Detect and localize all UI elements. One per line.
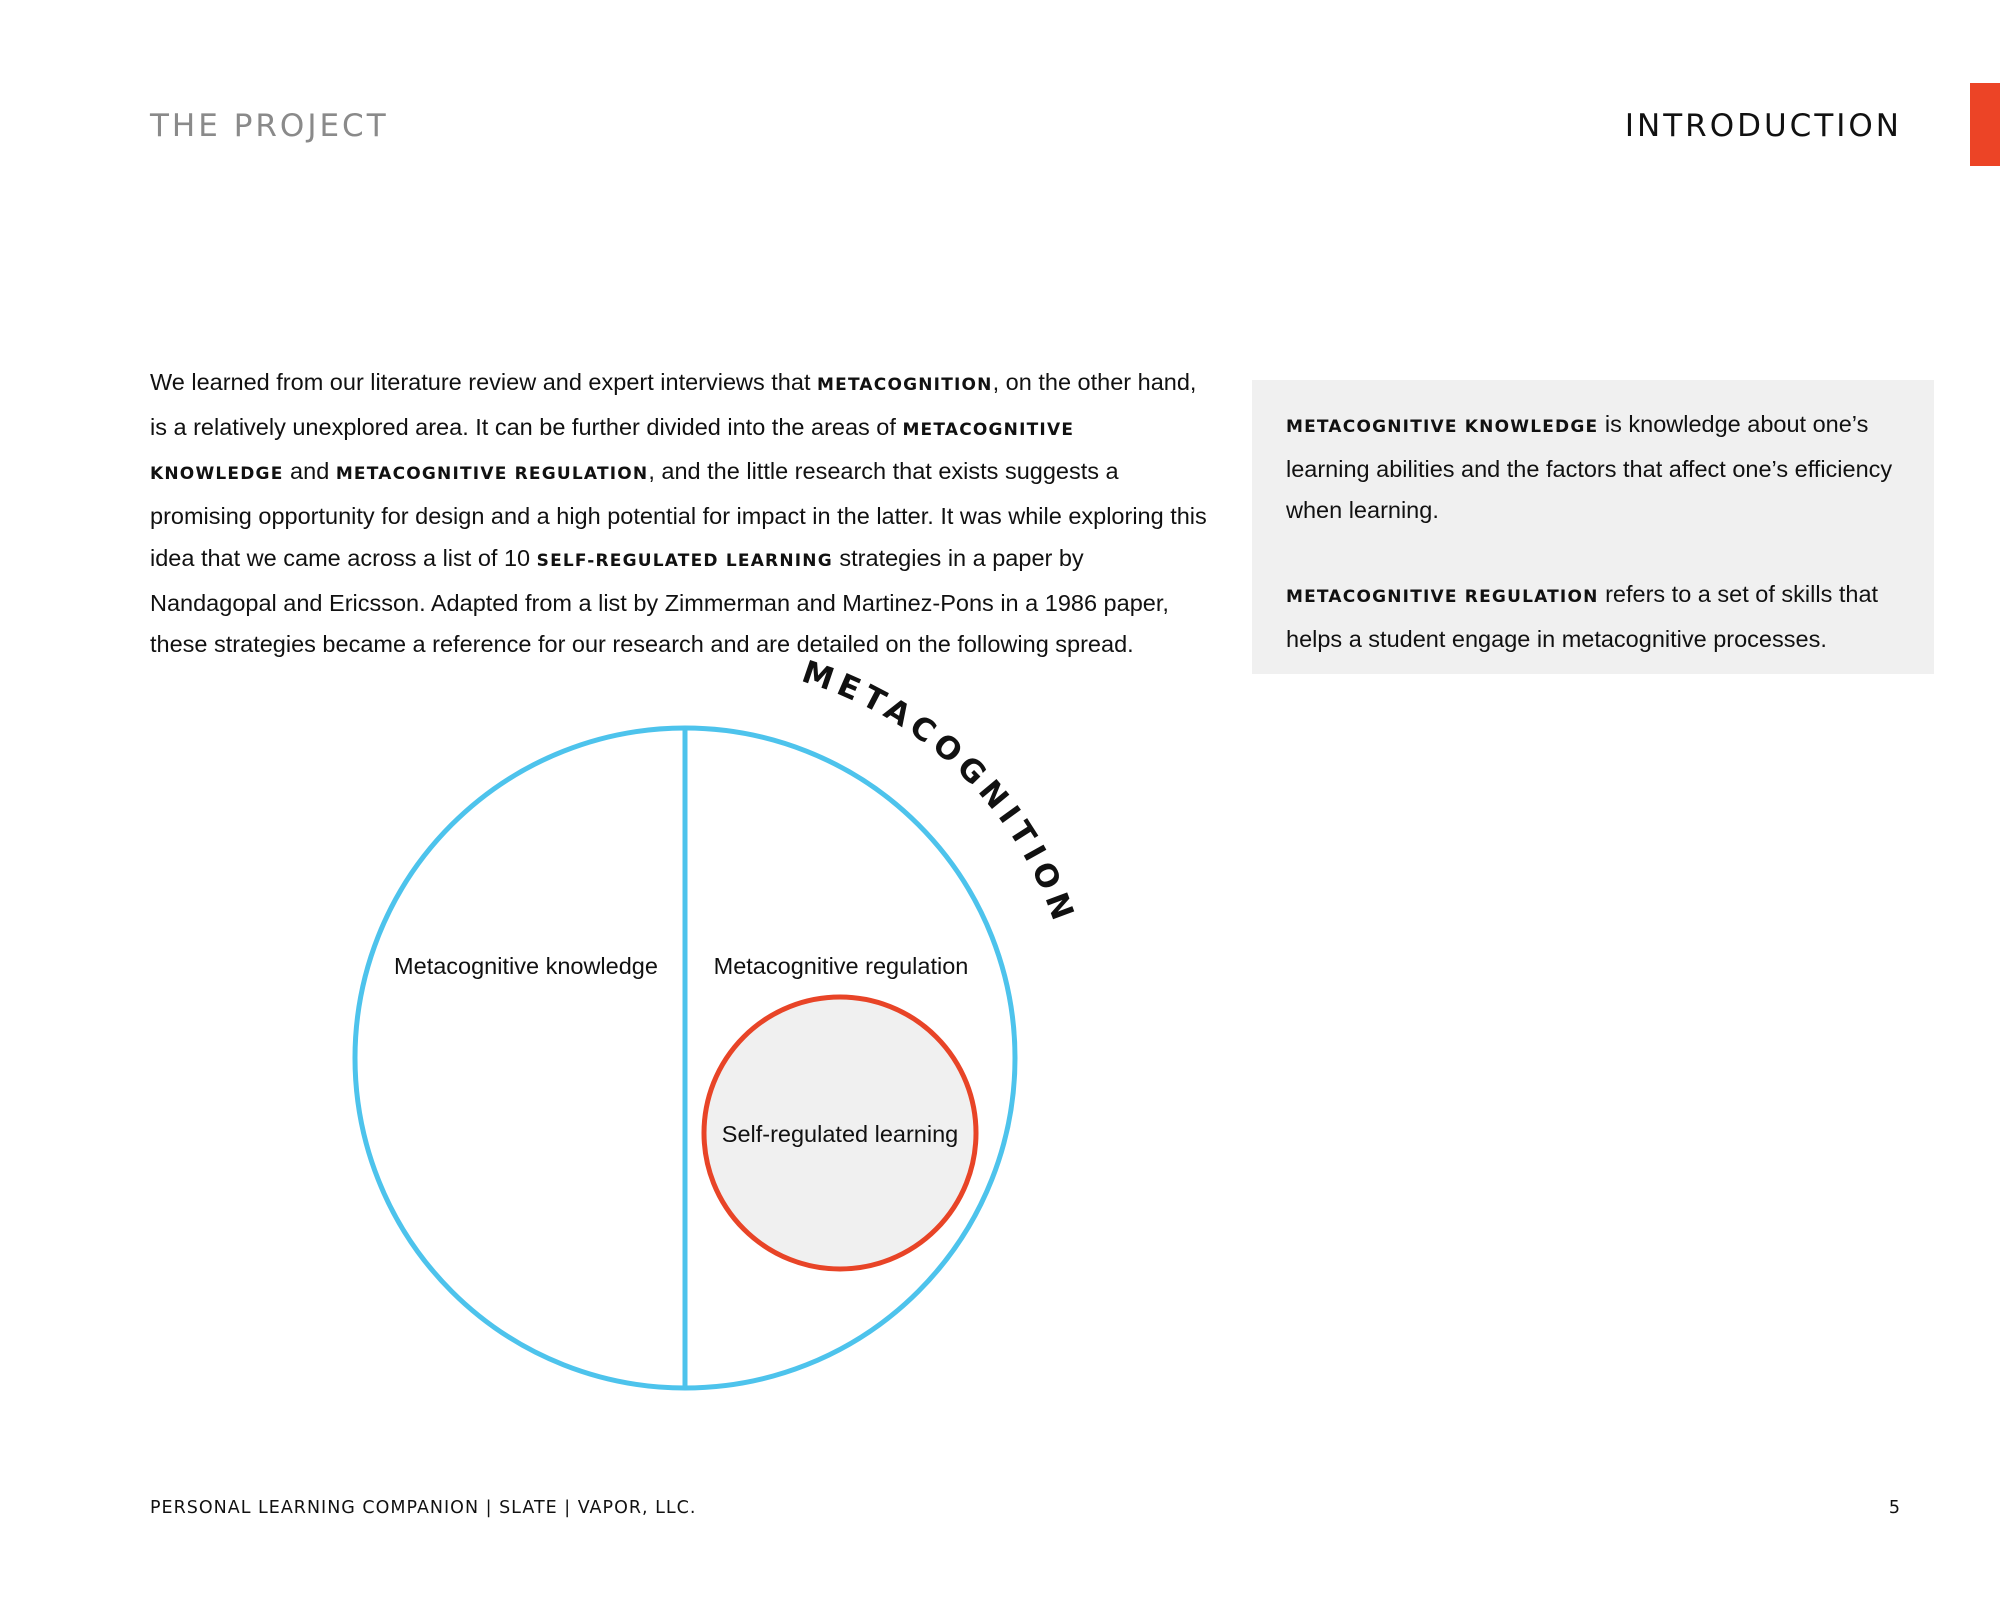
arc-title-metacognition: METACOGNITION <box>798 654 1083 930</box>
term-metacognition: metacognition <box>817 375 993 395</box>
intro-text-3: and <box>283 458 336 485</box>
definition-regulation-term: metacognitive regulation <box>1286 586 1599 607</box>
intro-text-4: , and the little research that exists su… <box>150 458 1207 571</box>
term-self-regulated-learning: self-regulated learning <box>536 550 833 571</box>
arc-title-path: METACOGNITION <box>798 654 1077 930</box>
intro-paragraph: We learned from our literature review an… <box>150 362 1212 666</box>
section-label-introduction: INTRODUCTION <box>1624 108 1902 144</box>
definition-knowledge-text: is knowledge about one’s learning abilit… <box>1286 411 1893 524</box>
term-metacognitive-regulation: metacognitive regulation <box>335 464 649 485</box>
label-metacognitive-regulation: Metacognitive regulation <box>714 953 969 979</box>
intro-text-2: , on the other hand, is a relatively une… <box>150 369 1197 440</box>
inner-circle <box>701 994 979 1272</box>
intro-text-5: strategies in a paper by Nandagopal and … <box>150 544 1169 658</box>
term-metacognitive-knowledge: metacognitive knowledge <box>150 419 1075 485</box>
intro-text-1: We learned from our literature review an… <box>150 369 818 395</box>
definition-regulation: metacognitive regulation refers to a set… <box>1286 574 1906 660</box>
definitions-box: metacognitive knowledge is knowledge abo… <box>1252 380 1934 674</box>
definition-knowledge: metacognitive knowledge is knowledge abo… <box>1286 404 1906 532</box>
accent-tab <box>1970 83 2000 166</box>
definition-regulation-text: refers to a set of skills that helps a s… <box>1286 580 1879 652</box>
section-label-project: THE PROJECT <box>150 108 389 144</box>
definition-knowledge-term: metacognitive knowledge <box>1286 417 1599 437</box>
label-metacognitive-knowledge: Metacognitive knowledge <box>394 953 658 979</box>
label-self-regulated-learning: Self-regulated learning <box>722 1121 958 1147</box>
footer-text: PERSONAL LEARNING COMPANION | SLATE | VA… <box>150 1498 697 1518</box>
page-number: 5 <box>1888 1498 1900 1518</box>
